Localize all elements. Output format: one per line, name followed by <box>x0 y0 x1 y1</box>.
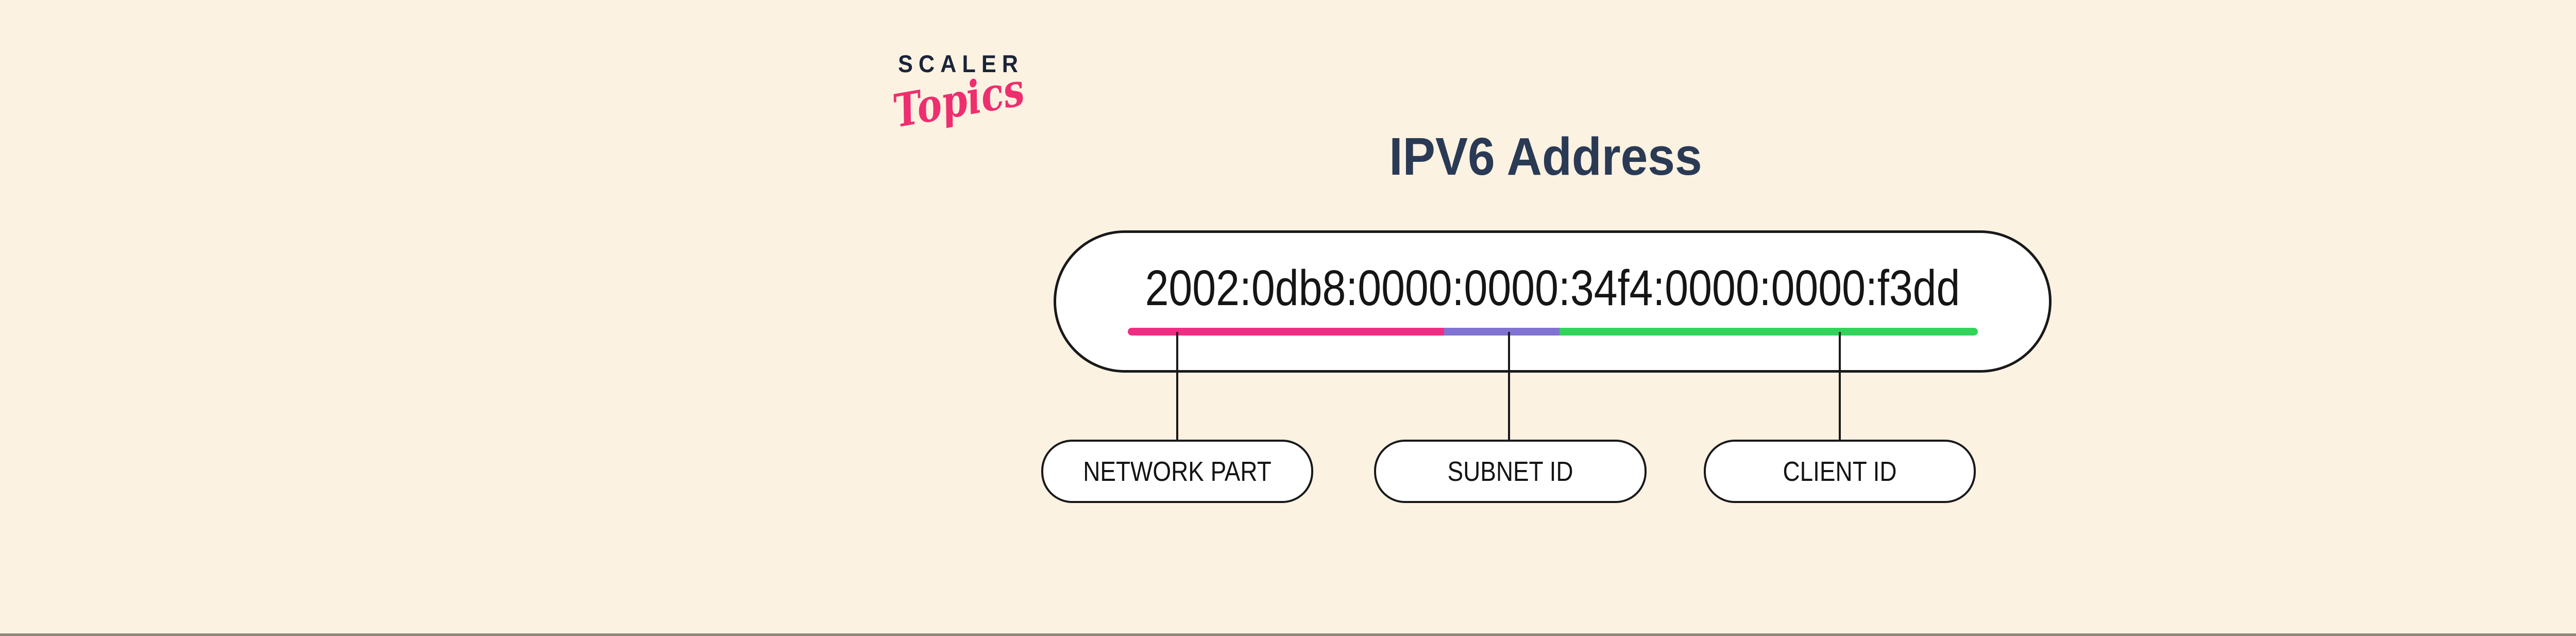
network-part-segment <box>1127 328 1444 336</box>
network-part-connector-line <box>1176 332 1178 442</box>
ipv6-address-text: 2002:0db8:0000:0000:34f4:0000:0000:f3dd <box>1145 260 1960 316</box>
subnet-id-connector-line <box>1508 332 1510 442</box>
ipv6-address-card: 2002:0db8:0000:0000:34f4:0000:0000:f3dd <box>1054 230 2052 373</box>
logo-wordmark-scaler: SCALER <box>898 50 1024 77</box>
client-id-label-box: CLIENT ID <box>1704 440 1976 503</box>
address-segment-bar <box>1127 328 1978 336</box>
subnet-id-label-box: SUBNET ID <box>1374 440 1647 503</box>
client-id-label: CLIENT ID <box>1783 456 1897 487</box>
page-title: IPV6 Address <box>1389 127 1702 186</box>
subnet-id-segment <box>1444 328 1560 336</box>
network-part-label-box: NETWORK PART <box>1041 440 1313 503</box>
scaler-topics-logo: SCALER Topics <box>889 49 1043 138</box>
network-part-label: NETWORK PART <box>1083 456 1272 487</box>
client-id-segment <box>1559 328 1978 336</box>
client-id-connector-line <box>1839 332 1841 442</box>
subnet-id-label: SUBNET ID <box>1447 456 1573 487</box>
bottom-edge-line <box>0 633 2576 636</box>
